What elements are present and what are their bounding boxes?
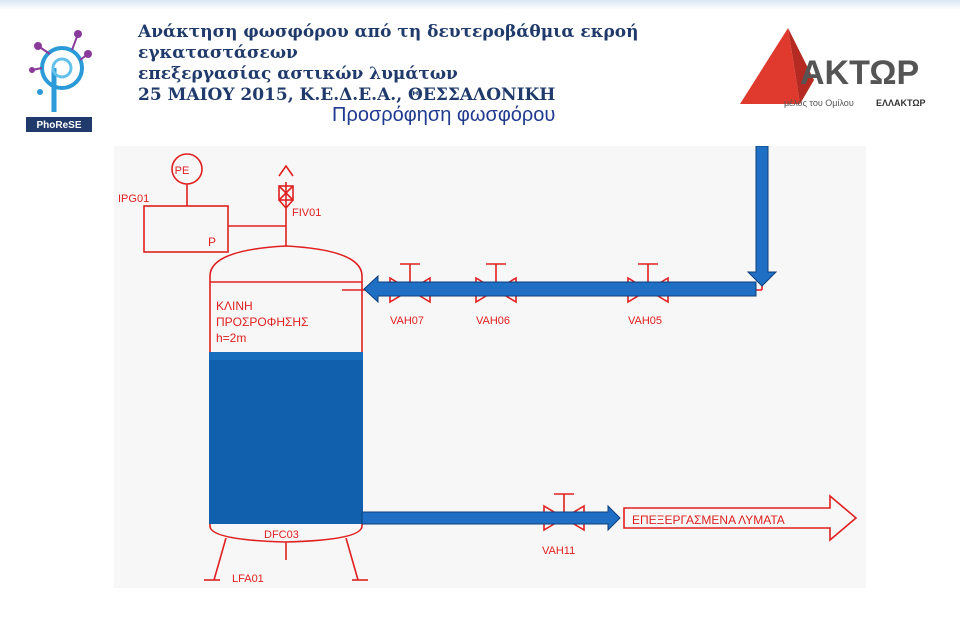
- fiv01-valve: [278, 185, 294, 201]
- title-line-2: επεξεργασίας αστικών λυμάτων: [138, 64, 458, 84]
- header-band: [0, 0, 960, 10]
- adsorption-bed-fill: [209, 352, 363, 524]
- lfa01-label: LFA01: [232, 573, 264, 585]
- inflow-down-arrow: [746, 145, 778, 287]
- ipg01-label: IPG01: [118, 193, 149, 205]
- vah11-label: VAH11: [542, 545, 575, 557]
- vah07-label: VAH07: [390, 315, 424, 327]
- page-title: Ανάκτηση φωσφόρου από τη δευτεροβάθμια ε…: [138, 22, 738, 106]
- pe-label: PE: [175, 165, 190, 177]
- outlet-label: ΕΠΕΞΕΡΓΑΣΜΕΝΑ ΛΥΜΑΤΑ: [632, 513, 785, 527]
- adsorption-vessel: [209, 245, 363, 543]
- phorese-logo-text: PhoReSE: [36, 120, 81, 131]
- aktor-tagline-brand: ΕΛΛΑΚΤΩΡ: [876, 98, 926, 108]
- title-line-1: Ανάκτηση φωσφόρου από τη δευτεροβάθμια ε…: [138, 22, 639, 63]
- p-label: P: [208, 235, 216, 249]
- bed-label-2: ΠΡΟΣΡΟΦΗΣΗΣ: [216, 315, 309, 329]
- inflow-left-arrow: [363, 274, 757, 304]
- dfc03-label: DFC03: [264, 529, 299, 541]
- aktor-tagline-prefix: μέλος του Ομίλου: [784, 98, 854, 108]
- process-diagram: PE IPG01 P FIV01 ΚΛΙΝΗ ΠΡΟΣΡΟΦΗΣΗΣ h=2m …: [114, 145, 866, 588]
- bed-label-1: ΚΛΙΝΗ: [216, 299, 253, 313]
- phorese-logo-icon: PhoReSE: [26, 30, 92, 132]
- fiv01-label: FIV01: [292, 207, 321, 219]
- ipg01-box: [143, 205, 229, 253]
- aktor-logo: ΑΚΤΩΡ μέλος του Ομίλου ΕΛΛΑΚΤΩΡ: [734, 20, 946, 118]
- section-subtitle: Προσρόφηση φωσφόρου: [332, 104, 556, 126]
- vah06-label: VAH06: [476, 315, 510, 327]
- vah05-label: VAH05: [628, 315, 662, 327]
- outflow-right-arrow: [361, 504, 621, 532]
- bed-label-3: h=2m: [216, 331, 246, 345]
- outlet-arrow: [623, 494, 858, 542]
- aktor-logo-icon: ΑΚΤΩΡ μέλος του Ομίλου ΕΛΛΑΚΤΩΡ: [740, 28, 926, 108]
- title-line-3: 25 ΜΑΙΟΥ 2015, Κ.Ε.Δ.Ε.Α., ΘΕΣΣΑΛΟΝΙΚΗ: [138, 85, 556, 105]
- process-diagram-svg: PE IPG01 P FIV01 ΚΛΙΝΗ ΠΡΟΣΡΟΦΗΣΗΣ h=2m …: [118, 145, 858, 585]
- phorese-logo: PhoReSE: [18, 20, 100, 132]
- aktor-brand-text: ΑΚΤΩΡ: [800, 54, 919, 92]
